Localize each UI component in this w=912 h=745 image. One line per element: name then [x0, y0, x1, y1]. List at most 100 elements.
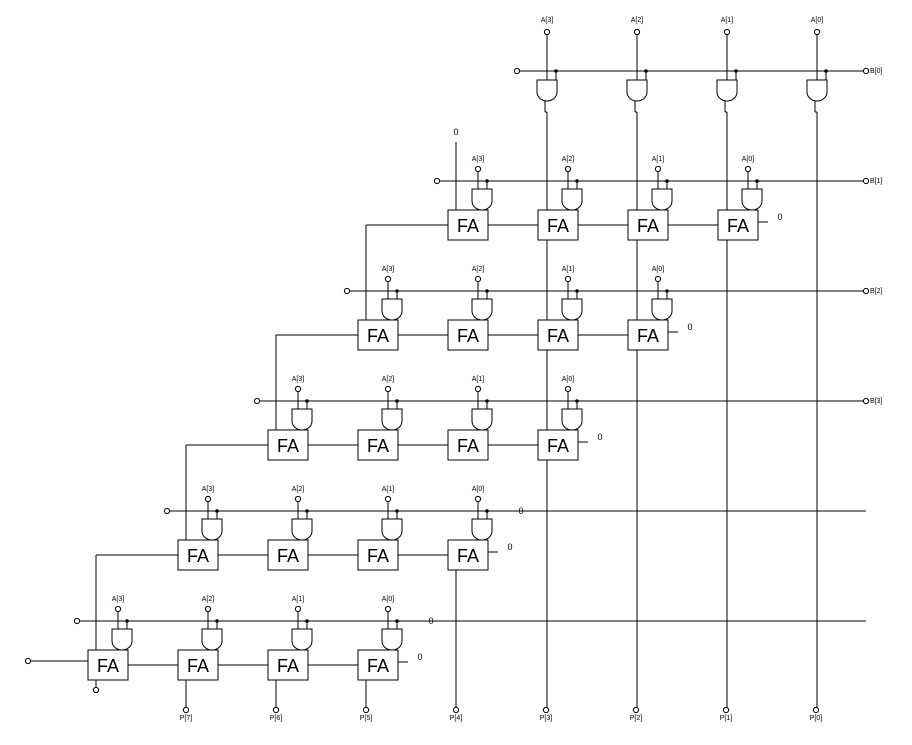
and-gate — [201, 628, 223, 651]
fa-box — [447, 539, 489, 571]
and-gate — [561, 408, 583, 431]
full-adder: FA — [357, 429, 399, 461]
fa-label: FA — [457, 326, 479, 346]
and-gate — [381, 518, 403, 541]
full-adder: FA — [447, 319, 489, 351]
fa-label: FA — [97, 656, 119, 676]
fa-label: FA — [187, 656, 209, 676]
a-terminal — [543, 28, 551, 36]
fa-box — [717, 209, 759, 241]
a-terminal — [564, 165, 572, 173]
and-gate — [291, 518, 313, 541]
and-gate — [201, 518, 223, 541]
and-gate — [381, 628, 403, 651]
and-gate — [111, 628, 133, 651]
carry-out-terminal — [92, 686, 100, 694]
a-label: A[0] — [652, 266, 665, 273]
full-adder: FA — [177, 649, 219, 681]
b0-terminal — [862, 67, 870, 75]
b-label: B[2] — [870, 288, 883, 295]
const-zero: 0 — [428, 616, 433, 626]
a-label: A[3] — [202, 486, 215, 493]
a-terminal — [294, 385, 302, 393]
full-adder: FA — [267, 649, 309, 681]
const-zero: 0 — [687, 322, 692, 332]
full-adder: FA — [537, 319, 579, 351]
fa-label: FA — [457, 546, 479, 566]
and-gate — [806, 79, 828, 102]
a-label: A[3] — [112, 596, 125, 603]
b-terminal — [862, 397, 870, 405]
full-adder: FA — [537, 429, 579, 461]
full-adder: FA — [357, 649, 399, 681]
a-label: A[2] — [292, 486, 305, 493]
p-label: P[6] — [270, 715, 283, 722]
fa-box — [357, 539, 399, 571]
const-zero: 0 — [518, 506, 523, 516]
a-terminal — [813, 28, 821, 36]
and-gate — [471, 408, 493, 431]
a-terminal — [654, 165, 662, 173]
p-terminal — [362, 706, 370, 714]
fa-box — [177, 649, 219, 681]
p-label: P[5] — [360, 715, 373, 722]
a-terminal — [564, 385, 572, 393]
b0-label: B[0] — [870, 68, 883, 75]
and-gate — [561, 298, 583, 321]
p-terminal — [542, 706, 550, 714]
fa-label: FA — [367, 546, 389, 566]
fa-label: FA — [547, 216, 569, 236]
b-left-terminal — [253, 397, 261, 405]
a-terminal — [474, 495, 482, 503]
a-label: A[0] — [562, 376, 575, 383]
and-gate — [471, 188, 493, 211]
a-terminal — [474, 165, 482, 173]
a-terminal — [654, 275, 662, 283]
a-terminal — [384, 495, 392, 503]
a-label: A[1] — [292, 596, 305, 603]
const-zero: 0 — [777, 212, 782, 222]
and-gate — [381, 298, 403, 321]
a-terminal — [723, 28, 731, 36]
a-terminal — [384, 385, 392, 393]
p-terminal — [632, 706, 640, 714]
full-adder: FA — [717, 209, 759, 241]
a-terminal — [564, 275, 572, 283]
fa-box — [447, 429, 489, 461]
fa-label: FA — [457, 216, 479, 236]
and-gate — [471, 518, 493, 541]
full-adder: FA — [267, 429, 309, 461]
fa-label: FA — [367, 436, 389, 456]
a-label: A[2] — [472, 266, 485, 273]
full-adder: FA — [357, 539, 399, 571]
full-adder: FA — [447, 539, 489, 571]
fa-label: FA — [187, 546, 209, 566]
fa-label: FA — [727, 216, 749, 236]
b-label: B[1] — [870, 178, 883, 185]
full-adder: FA — [357, 319, 399, 351]
a-terminal — [204, 605, 212, 613]
a-terminal — [114, 605, 122, 613]
a-label-row0: A[1] — [721, 17, 734, 24]
b-label: B[3] — [870, 398, 883, 405]
a-label: A[3] — [292, 376, 305, 383]
fa-label: FA — [367, 326, 389, 346]
a-label: A[3] — [472, 156, 485, 163]
a-label: A[3] — [382, 266, 395, 273]
p-label: P[3] — [540, 715, 553, 722]
fa-label: FA — [637, 326, 659, 346]
p-label: P[1] — [720, 715, 733, 722]
and-gate — [291, 628, 313, 651]
a-label: A[0] — [382, 596, 395, 603]
fa-box — [357, 429, 399, 461]
full-adder: FA — [447, 209, 489, 241]
and-gate — [291, 408, 313, 431]
a-label: A[0] — [472, 486, 485, 493]
a-terminal — [474, 385, 482, 393]
a-terminal — [294, 605, 302, 613]
p-label: P[7] — [180, 715, 193, 722]
a-label: A[1] — [652, 156, 665, 163]
and-gate — [741, 188, 763, 211]
fa-box — [357, 319, 399, 351]
